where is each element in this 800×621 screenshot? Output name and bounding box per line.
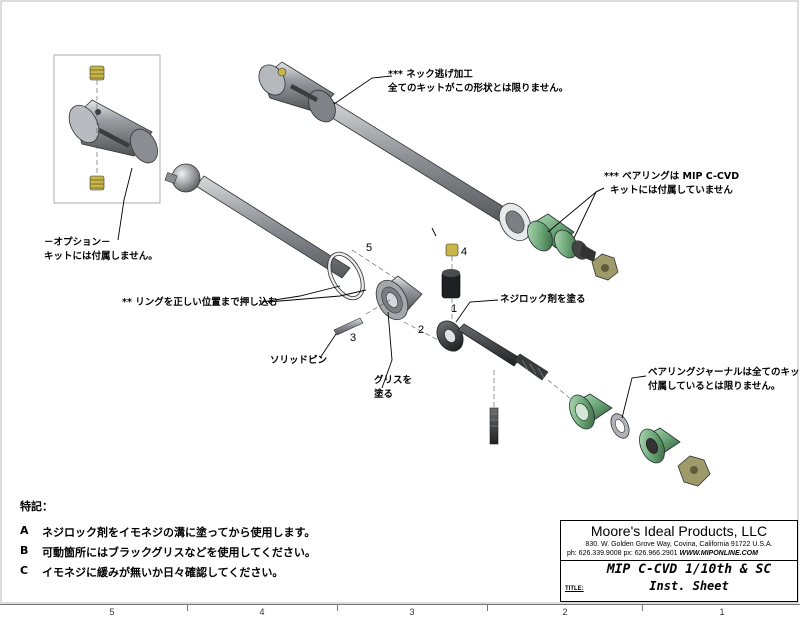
upper-bearing-stack — [498, 202, 619, 281]
callout-grease: グリスを 塗る — [374, 374, 412, 402]
upper-setscrew — [277, 67, 287, 77]
option-box — [53, 54, 161, 204]
sheet-border — [0, 0, 799, 604]
note-a: A ネジロック剤をイモネジの溝に塗ってから使用します。 — [10, 524, 450, 544]
item-number-1: 1 — [451, 303, 458, 315]
company-contact: ph: 626.339.9008 px: 626.966.2901 WWW.MI… — [567, 550, 758, 557]
callout-ring-press: ** リングを正しい位置まで押し込む — [122, 297, 278, 308]
company-address: 830. W. Golden Grove Way, Covina, Califo… — [585, 541, 773, 548]
callout-threadlock: ネジロック剤を塗る — [500, 294, 586, 305]
special-notes: 特記： A ネジロック剤をイモネジの溝に塗ってから使用します。 B 可動箇所には… — [10, 498, 450, 584]
callout-neck-line2: 全てのキットがこの形状とは限りません。 — [388, 83, 569, 94]
callout-neck-relief: *** ネック逃げ加工 全てのキットがこの形状とは限りません。 — [388, 68, 568, 96]
callout-solid-pin: ソリッドピン — [270, 355, 328, 366]
assembly-guides — [351, 249, 573, 408]
lower-bearing-inner — [639, 427, 681, 464]
note-a-key: A — [20, 524, 29, 537]
zone-label-4: 4 — [259, 607, 265, 617]
callout-option-line1: －オプション－ — [44, 237, 111, 248]
item-number-5: 5 — [366, 242, 373, 254]
title-label: TITLE: — [565, 586, 584, 592]
note-c-text: イモネジに緩みが無いか日々確認してください。 — [42, 566, 284, 579]
retaining-ring — [327, 251, 365, 301]
set-screw-4 — [441, 243, 461, 299]
zone-label-3: 3 — [409, 607, 415, 617]
lower-bearing-outer — [569, 393, 613, 430]
option-setscrew-bottom — [89, 175, 105, 191]
note-c: C イモネジに緩みが無いか日々確認してください。 — [10, 564, 450, 584]
zone-tick — [337, 605, 338, 611]
title-divider — [561, 560, 797, 561]
item-number-2: 2 — [418, 324, 425, 336]
zone-label-5: 5 — [109, 607, 115, 617]
zone-tick — [187, 605, 188, 611]
leader-lines — [117, 75, 647, 419]
note-a-text: ネジロック剤をイモネジの溝に塗ってから使用します。 — [42, 526, 316, 539]
callout-bearing-not-included: *** ベアリングは MIP C-CVD キットには付属していません — [604, 170, 739, 198]
company-name: Moore's Ideal Products, LLC — [590, 523, 768, 539]
option-cup — [68, 99, 158, 164]
option-setscrew-top — [89, 65, 105, 81]
zone-label-2: 2 — [562, 607, 568, 617]
callout-grease-line2: 塗る — [374, 389, 394, 400]
item-number-3: 3 — [350, 332, 357, 344]
stub-axle — [436, 320, 549, 381]
callout-neck-line1: *** ネック逃げ加工 — [388, 69, 473, 80]
zone-tick — [642, 605, 643, 611]
lower-nut — [677, 455, 711, 487]
zone-tick — [487, 605, 488, 611]
callout-journal-line1: ベアリングジャーナルは全てのキットに — [648, 367, 800, 378]
note-b-text: 可動箇所にはブラックグリスなどを使用してください。 — [42, 546, 316, 559]
note-c-key: C — [20, 564, 29, 577]
note-b-key: B — [20, 544, 29, 557]
lower-driveshaft — [164, 163, 351, 279]
callout-bearing-line1: *** ベアリングは MIP C-CVD — [604, 171, 740, 182]
drawing-title-line1: MIP C-CVD 1/10th & SC — [606, 562, 772, 577]
drawing-title-line2: Inst. Sheet — [649, 579, 729, 593]
zone-label-1: 1 — [719, 607, 725, 617]
axle-cross-pin — [489, 407, 499, 445]
company-phone: ph: 626.339.9008 px: 626.966.2901 — [567, 550, 678, 557]
title-block: Moore's Ideal Products, LLC 830. W. Gold… — [560, 520, 798, 602]
notes-title: 特記： — [20, 500, 53, 513]
company-url: WWW.MIPONLINE.COM — [679, 550, 758, 557]
note-b: B 可動箇所にはブラックグリスなどを使用してください。 — [10, 544, 450, 564]
callout-option-line2: キットには付属しません。 — [44, 251, 158, 262]
upper-driveshaft-assembly — [258, 61, 619, 281]
callout-option: －オプション－ キットには付属しません。 — [44, 236, 158, 264]
lower-cup — [375, 275, 423, 321]
upper-shaft — [315, 95, 513, 225]
solid-pin — [333, 317, 364, 336]
upper-cup — [258, 61, 336, 123]
callout-journal: ベアリングジャーナルは全てのキットに 付属しているとは限りません。 — [648, 366, 800, 394]
zone-strip: 5 4 3 2 1 — [0, 604, 800, 621]
callout-journal-line2: 付属しているとは限りません。 — [648, 381, 781, 392]
item-number-4: 4 — [461, 246, 468, 258]
callout-grease-line1: グリスを — [374, 375, 413, 386]
callout-bearing-line2: キットには付属していません — [610, 185, 733, 196]
spacer-washer — [610, 413, 630, 439]
